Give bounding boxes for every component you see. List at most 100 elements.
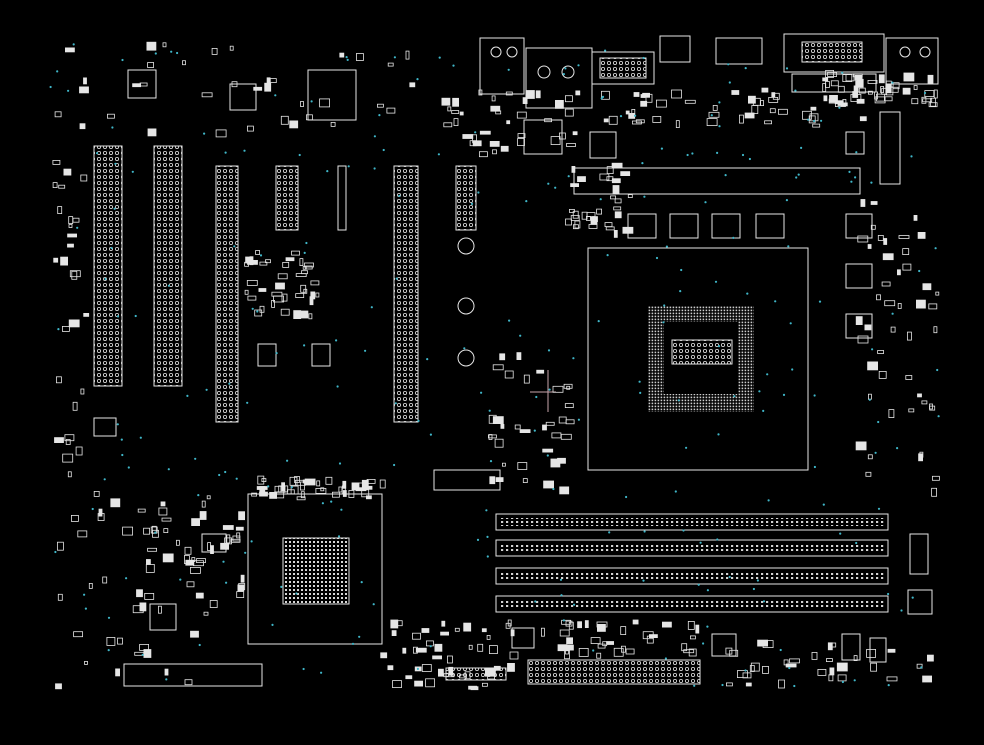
via: [813, 465, 817, 469]
smd-component: [249, 256, 254, 266]
via: [674, 490, 677, 493]
via: [395, 277, 398, 280]
smd-component: [760, 100, 764, 106]
via: [560, 594, 563, 597]
via: [900, 609, 903, 612]
via: [604, 49, 607, 52]
smd-component: [706, 118, 718, 126]
via: [682, 529, 685, 532]
via: [398, 194, 401, 197]
smd-component: [510, 629, 515, 637]
smd-component: [592, 216, 598, 223]
smd-component: [516, 352, 522, 361]
smd-component: [481, 628, 487, 633]
via: [762, 600, 766, 603]
smd-component: [671, 89, 682, 99]
via: [937, 415, 940, 418]
via: [286, 459, 289, 462]
smd-component: [897, 303, 902, 309]
via: [577, 418, 581, 421]
via: [559, 578, 563, 581]
via: [111, 126, 114, 129]
smd-component: [271, 299, 276, 308]
via: [699, 541, 702, 544]
via: [244, 551, 247, 554]
smd-component: [877, 234, 884, 241]
via: [923, 91, 927, 95]
smd-component: [291, 250, 300, 256]
smd-component: [564, 108, 574, 117]
smd-component: [300, 101, 304, 107]
smd-component: [785, 663, 797, 668]
smd-component: [320, 487, 325, 492]
smd-component: [708, 111, 720, 118]
smd-component: [215, 129, 227, 138]
smd-component: [867, 244, 872, 249]
smd-component: [302, 479, 312, 484]
via: [103, 478, 106, 481]
smd-component: [837, 85, 845, 93]
via: [426, 358, 429, 361]
smd-component: [479, 130, 491, 135]
via: [141, 653, 144, 656]
atx-24pin-header: [123, 659, 701, 687]
smd-component: [565, 95, 573, 103]
via: [608, 531, 611, 534]
smd-component: [514, 424, 521, 430]
smd-component: [477, 643, 484, 652]
smd-component: [563, 383, 573, 389]
smd-component: [240, 574, 245, 583]
via: [110, 246, 113, 250]
smd-component: [79, 123, 86, 130]
via: [662, 321, 665, 324]
via: [170, 50, 173, 53]
smd-component: [922, 675, 932, 683]
smd-component: [232, 535, 241, 542]
smd-component: [597, 624, 606, 632]
via: [335, 339, 338, 342]
smd-component: [143, 649, 152, 658]
smd-component: [486, 635, 491, 640]
smd-component: [492, 364, 504, 371]
via: [438, 56, 441, 59]
smd-component: [865, 471, 872, 477]
via: [91, 507, 94, 511]
via: [752, 587, 756, 591]
smd-component: [878, 370, 887, 379]
smd-component: [308, 313, 313, 320]
via: [416, 667, 419, 671]
via: [762, 409, 765, 412]
via: [910, 155, 913, 158]
smd-component: [596, 652, 602, 659]
via: [838, 106, 841, 109]
smd-component: [762, 666, 769, 674]
smd-component: [739, 114, 744, 124]
via: [533, 429, 536, 432]
smd-component: [60, 256, 68, 266]
smd-component: [421, 664, 432, 672]
smd-component: [494, 438, 504, 448]
smd-component: [182, 60, 186, 66]
via: [870, 181, 873, 184]
smd-component: [868, 393, 872, 400]
smd-component: [281, 293, 288, 302]
smd-component: [902, 87, 911, 95]
smd-component: [495, 477, 504, 483]
smd-component: [884, 300, 896, 307]
via: [855, 541, 858, 545]
smd-component: [778, 108, 788, 115]
via: [766, 373, 769, 376]
via: [868, 398, 871, 401]
via: [267, 485, 270, 488]
smd-component: [191, 518, 201, 526]
smd-component: [613, 229, 618, 238]
smd-component: [211, 48, 218, 55]
smd-component: [769, 108, 776, 114]
smd-component: [163, 528, 169, 533]
smd-component: [729, 649, 739, 657]
smd-component: [247, 295, 257, 301]
smd-component: [151, 525, 157, 534]
smd-component: [199, 511, 207, 520]
smd-component: [928, 102, 938, 108]
smd-component: [88, 583, 93, 589]
